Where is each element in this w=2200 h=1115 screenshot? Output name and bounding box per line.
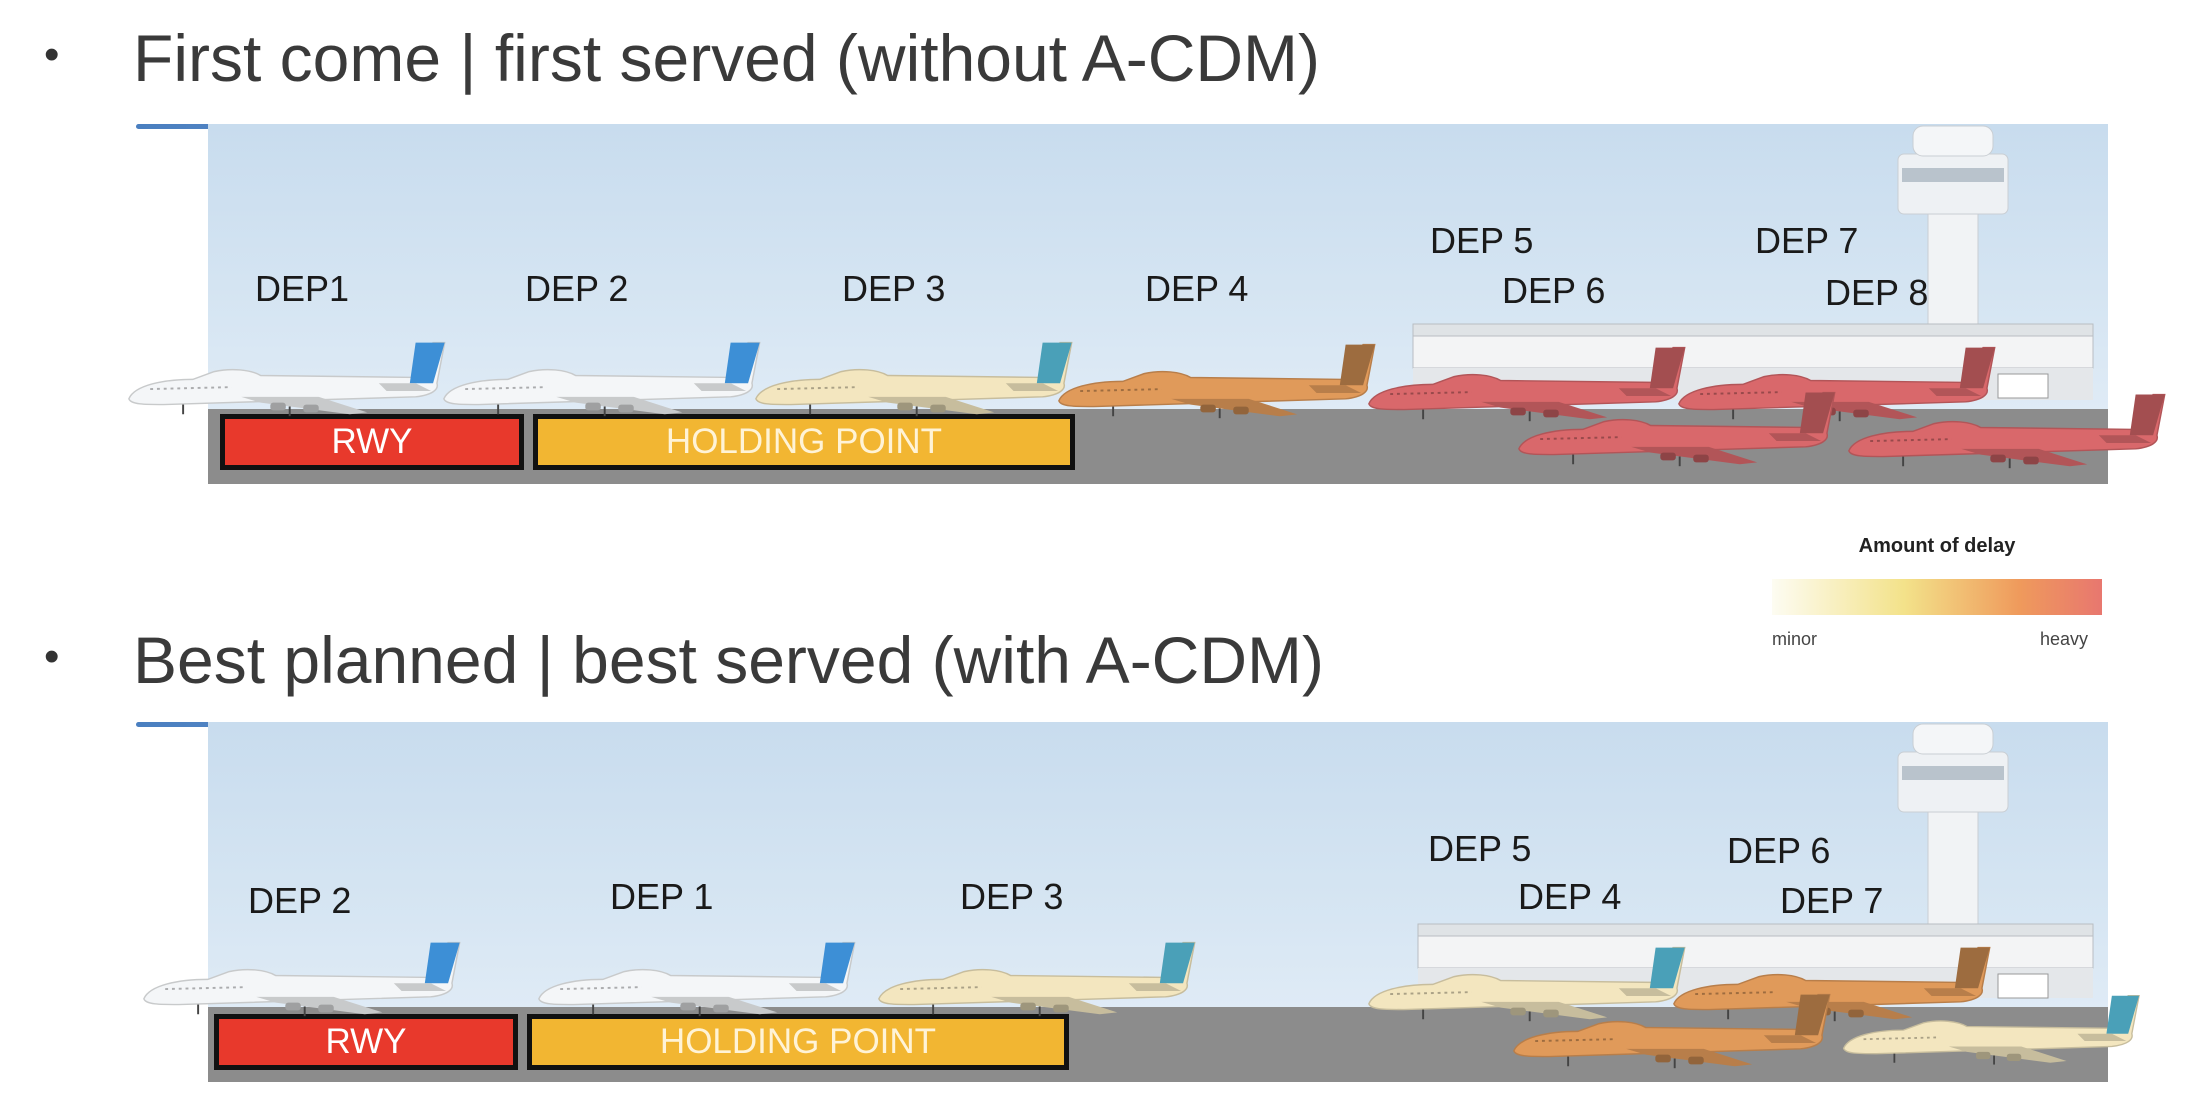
legend-min-label: minor xyxy=(1772,629,1818,649)
runway-zone: RWY xyxy=(214,1014,518,1070)
bullet-1: • xyxy=(44,30,60,79)
dep-label: DEP 5 xyxy=(1428,828,1532,869)
dep-label: DEP 6 xyxy=(1502,270,1606,311)
dep-label: DEP 7 xyxy=(1780,880,1884,921)
legend-max-label: heavy xyxy=(2039,629,2088,649)
dep-label: DEP 2 xyxy=(248,880,352,921)
dep-label: DEP 8 xyxy=(1825,272,1929,313)
legend-title: Amount of delay xyxy=(1858,535,2016,557)
delay-legend: Amount of delay minor heavy xyxy=(1772,535,2102,649)
dep-label: DEP 3 xyxy=(842,268,946,309)
dep-label: DEP 6 xyxy=(1727,830,1831,871)
dep-label: DEP1 xyxy=(255,268,350,309)
terminal-building-icon xyxy=(1417,923,2094,999)
dep-label: DEP 4 xyxy=(1145,268,1249,309)
dep-label: DEP 3 xyxy=(960,876,1064,917)
terminal-building-icon xyxy=(1412,323,2094,400)
dep-label: DEP 2 xyxy=(525,268,629,309)
runway-zone: RWY xyxy=(220,414,524,470)
holding-point-zone: HOLDING POINT xyxy=(533,414,1075,470)
dep-label: DEP 5 xyxy=(1430,220,1534,261)
dep-label: DEP 7 xyxy=(1755,220,1859,261)
holding-point-zone: HOLDING POINT xyxy=(527,1014,1069,1070)
control-tower-icon xyxy=(1897,125,2009,395)
dep-label: DEP 1 xyxy=(610,876,714,917)
dep-label: DEP 4 xyxy=(1518,876,1622,917)
bullet-2: • xyxy=(44,632,60,681)
section-heading-1: First come | first served (without A-CDM… xyxy=(133,21,1321,95)
section-heading-2: Best planned | best served (with A-CDM) xyxy=(133,623,1324,697)
legend-gradient-bar xyxy=(1772,579,2102,615)
